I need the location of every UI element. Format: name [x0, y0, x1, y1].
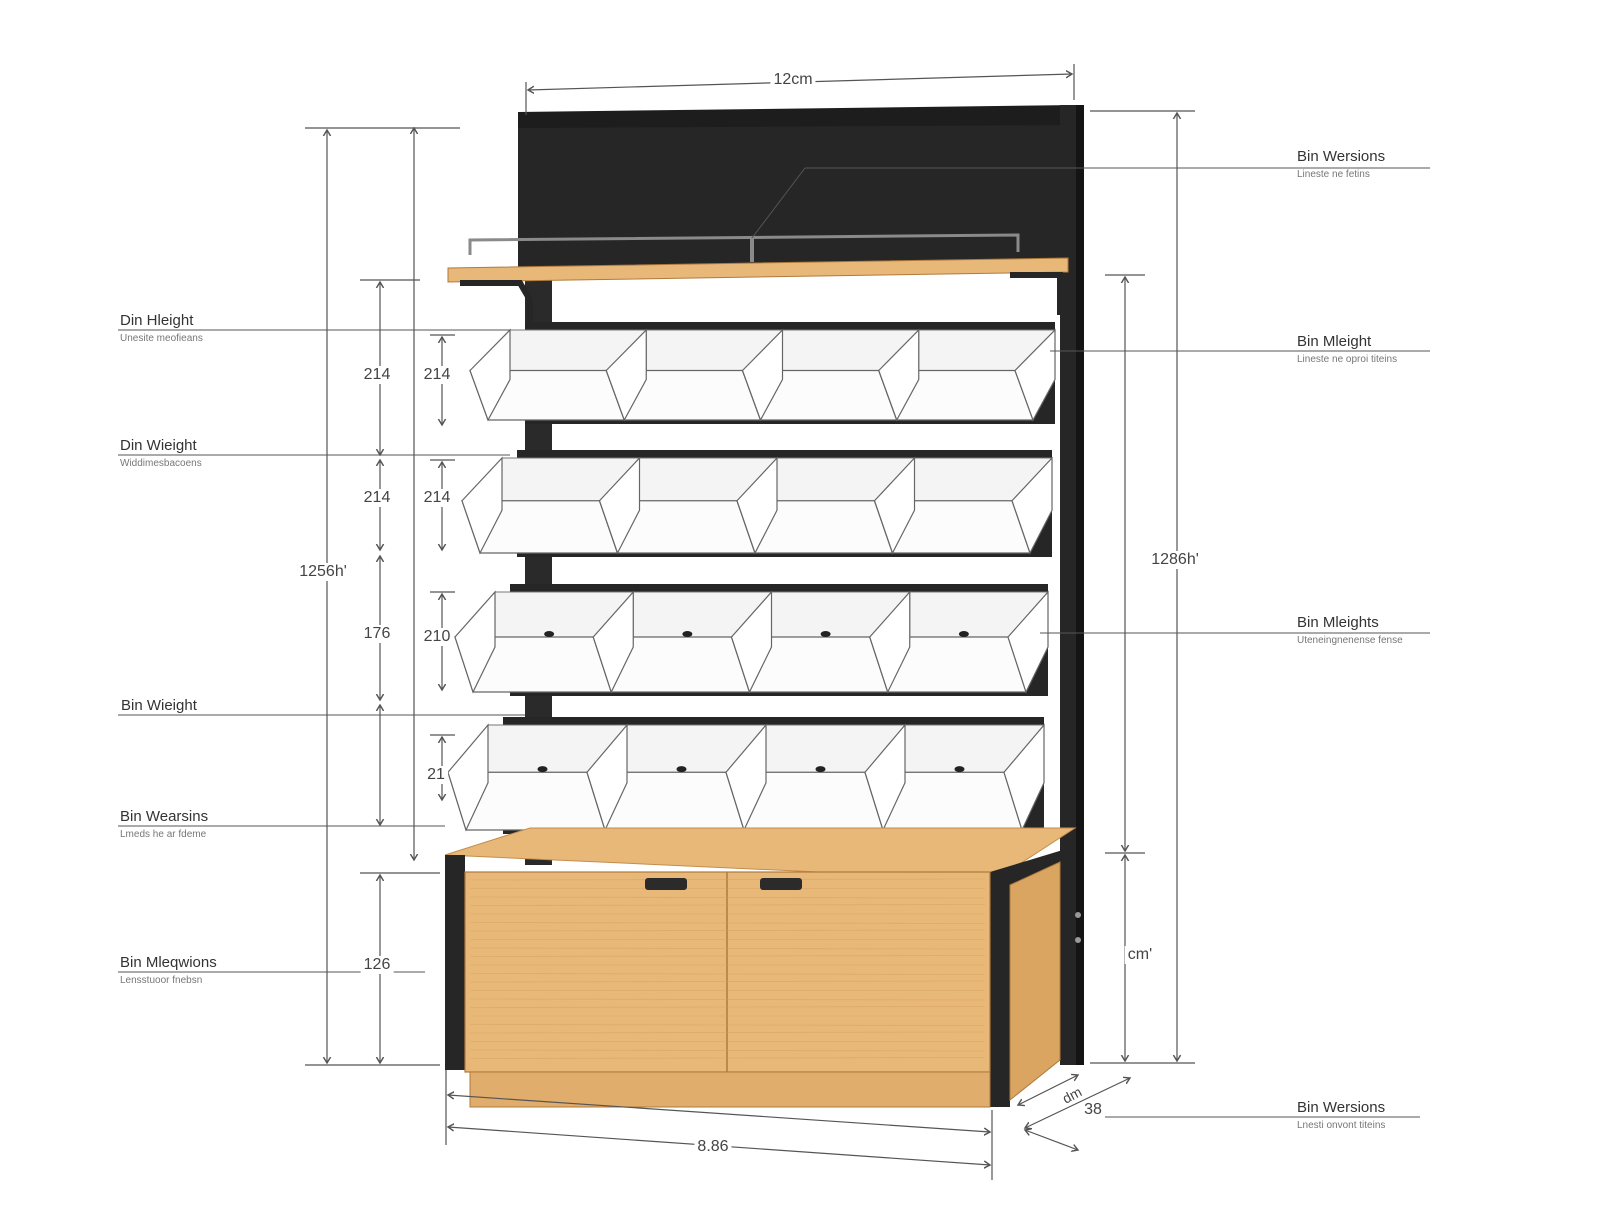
callout-right-4-title: Bin Wersions	[1297, 1099, 1386, 1116]
dim-depth-b: 38	[1084, 1101, 1102, 1118]
dim-inner-row1: 214	[420, 366, 454, 384]
dim-bottom-width: 8.86	[694, 1138, 732, 1156]
callout-right-2: Bin Mleight Lineste ne oproi titeins	[1297, 333, 1397, 365]
callout-right-2-sub: Lineste ne oproi titeins	[1297, 354, 1398, 365]
dim-left-total-height: 1256h'	[296, 563, 350, 581]
bin	[877, 328, 1056, 422]
callout-left-1: Din Hleight Unesite meofieans	[120, 312, 203, 344]
callout-left-4-sub: Lmeds he ar fdeme	[120, 829, 207, 840]
dim-inner-row3: 210	[420, 628, 454, 646]
callout-left-4-title: Bin Wearsins	[120, 808, 209, 825]
back-panel	[518, 105, 1078, 267]
bin	[586, 723, 767, 832]
callout-left-2-sub: Widdimesbacoens	[120, 458, 202, 469]
callout-left-1-title: Din Hleight	[120, 312, 194, 329]
dim-left-row2: 214	[360, 489, 394, 507]
bin	[592, 590, 772, 694]
callout-left-5-sub: Lensstuoor fnebsn	[120, 975, 203, 986]
callout-right-4-sub: Lnesti onvont titeins	[1297, 1120, 1386, 1131]
callout-right-1: Bin Wersions Lineste ne fetins	[1297, 148, 1385, 180]
bin-row-1	[469, 322, 1056, 424]
callout-left-3: Bin Wieight	[121, 697, 197, 714]
dim-left-row3: 176	[360, 625, 394, 643]
callout-left-4: Bin Wearsins Lmeds he ar fdeme	[120, 808, 208, 840]
callout-left-5-title: Bin Mleqwions	[120, 954, 217, 971]
dim-inner-row4: 21	[424, 766, 448, 784]
callout-left-5: Bin Mleqwions Lensstuoor fnebsn	[120, 954, 217, 986]
callout-right-4: Bin Wersions Lnesti onvont titeins	[1297, 1099, 1385, 1131]
dim-top-width: 12cm	[770, 71, 816, 89]
bin-rows	[447, 322, 1056, 834]
callout-left-1-sub: Unesite meofieans	[120, 333, 203, 344]
bin	[454, 590, 634, 694]
dim-left-row1: 214	[360, 366, 394, 384]
callout-right-1-title: Bin Wersions	[1297, 148, 1386, 165]
bin-row-4	[447, 717, 1045, 834]
dim-inner-row2: 214	[420, 489, 454, 507]
dim-left-cabinet: 126	[360, 956, 394, 974]
callout-left-2: Din Wieight Widdimesbacoens	[120, 437, 202, 469]
bin-row-3	[454, 584, 1049, 696]
callout-right-3-sub: Uteneingnenense fense	[1297, 635, 1403, 646]
callout-right-3: Bin Mleights Uteneingnenense fense	[1297, 614, 1403, 646]
callout-right-1-sub: Lineste ne fetins	[1297, 169, 1370, 180]
top-shelf	[447, 167, 1430, 325]
bin-row-2	[461, 450, 1053, 557]
dim-right-cabinet-height: cm'	[1124, 946, 1156, 964]
bin	[605, 328, 783, 422]
dim-right-total-height: 1286h'	[1148, 551, 1202, 569]
callout-right-3-title: Bin Mleights	[1297, 614, 1379, 631]
wood-grain	[469, 878, 986, 1059]
callout-right-2-title: Bin Mleight	[1297, 333, 1372, 350]
callout-left-2-title: Din Wieight	[120, 437, 197, 454]
cabinet	[444, 827, 1081, 1108]
bin	[868, 590, 1049, 694]
callout-left-3-title: Bin Wieight	[121, 697, 197, 714]
